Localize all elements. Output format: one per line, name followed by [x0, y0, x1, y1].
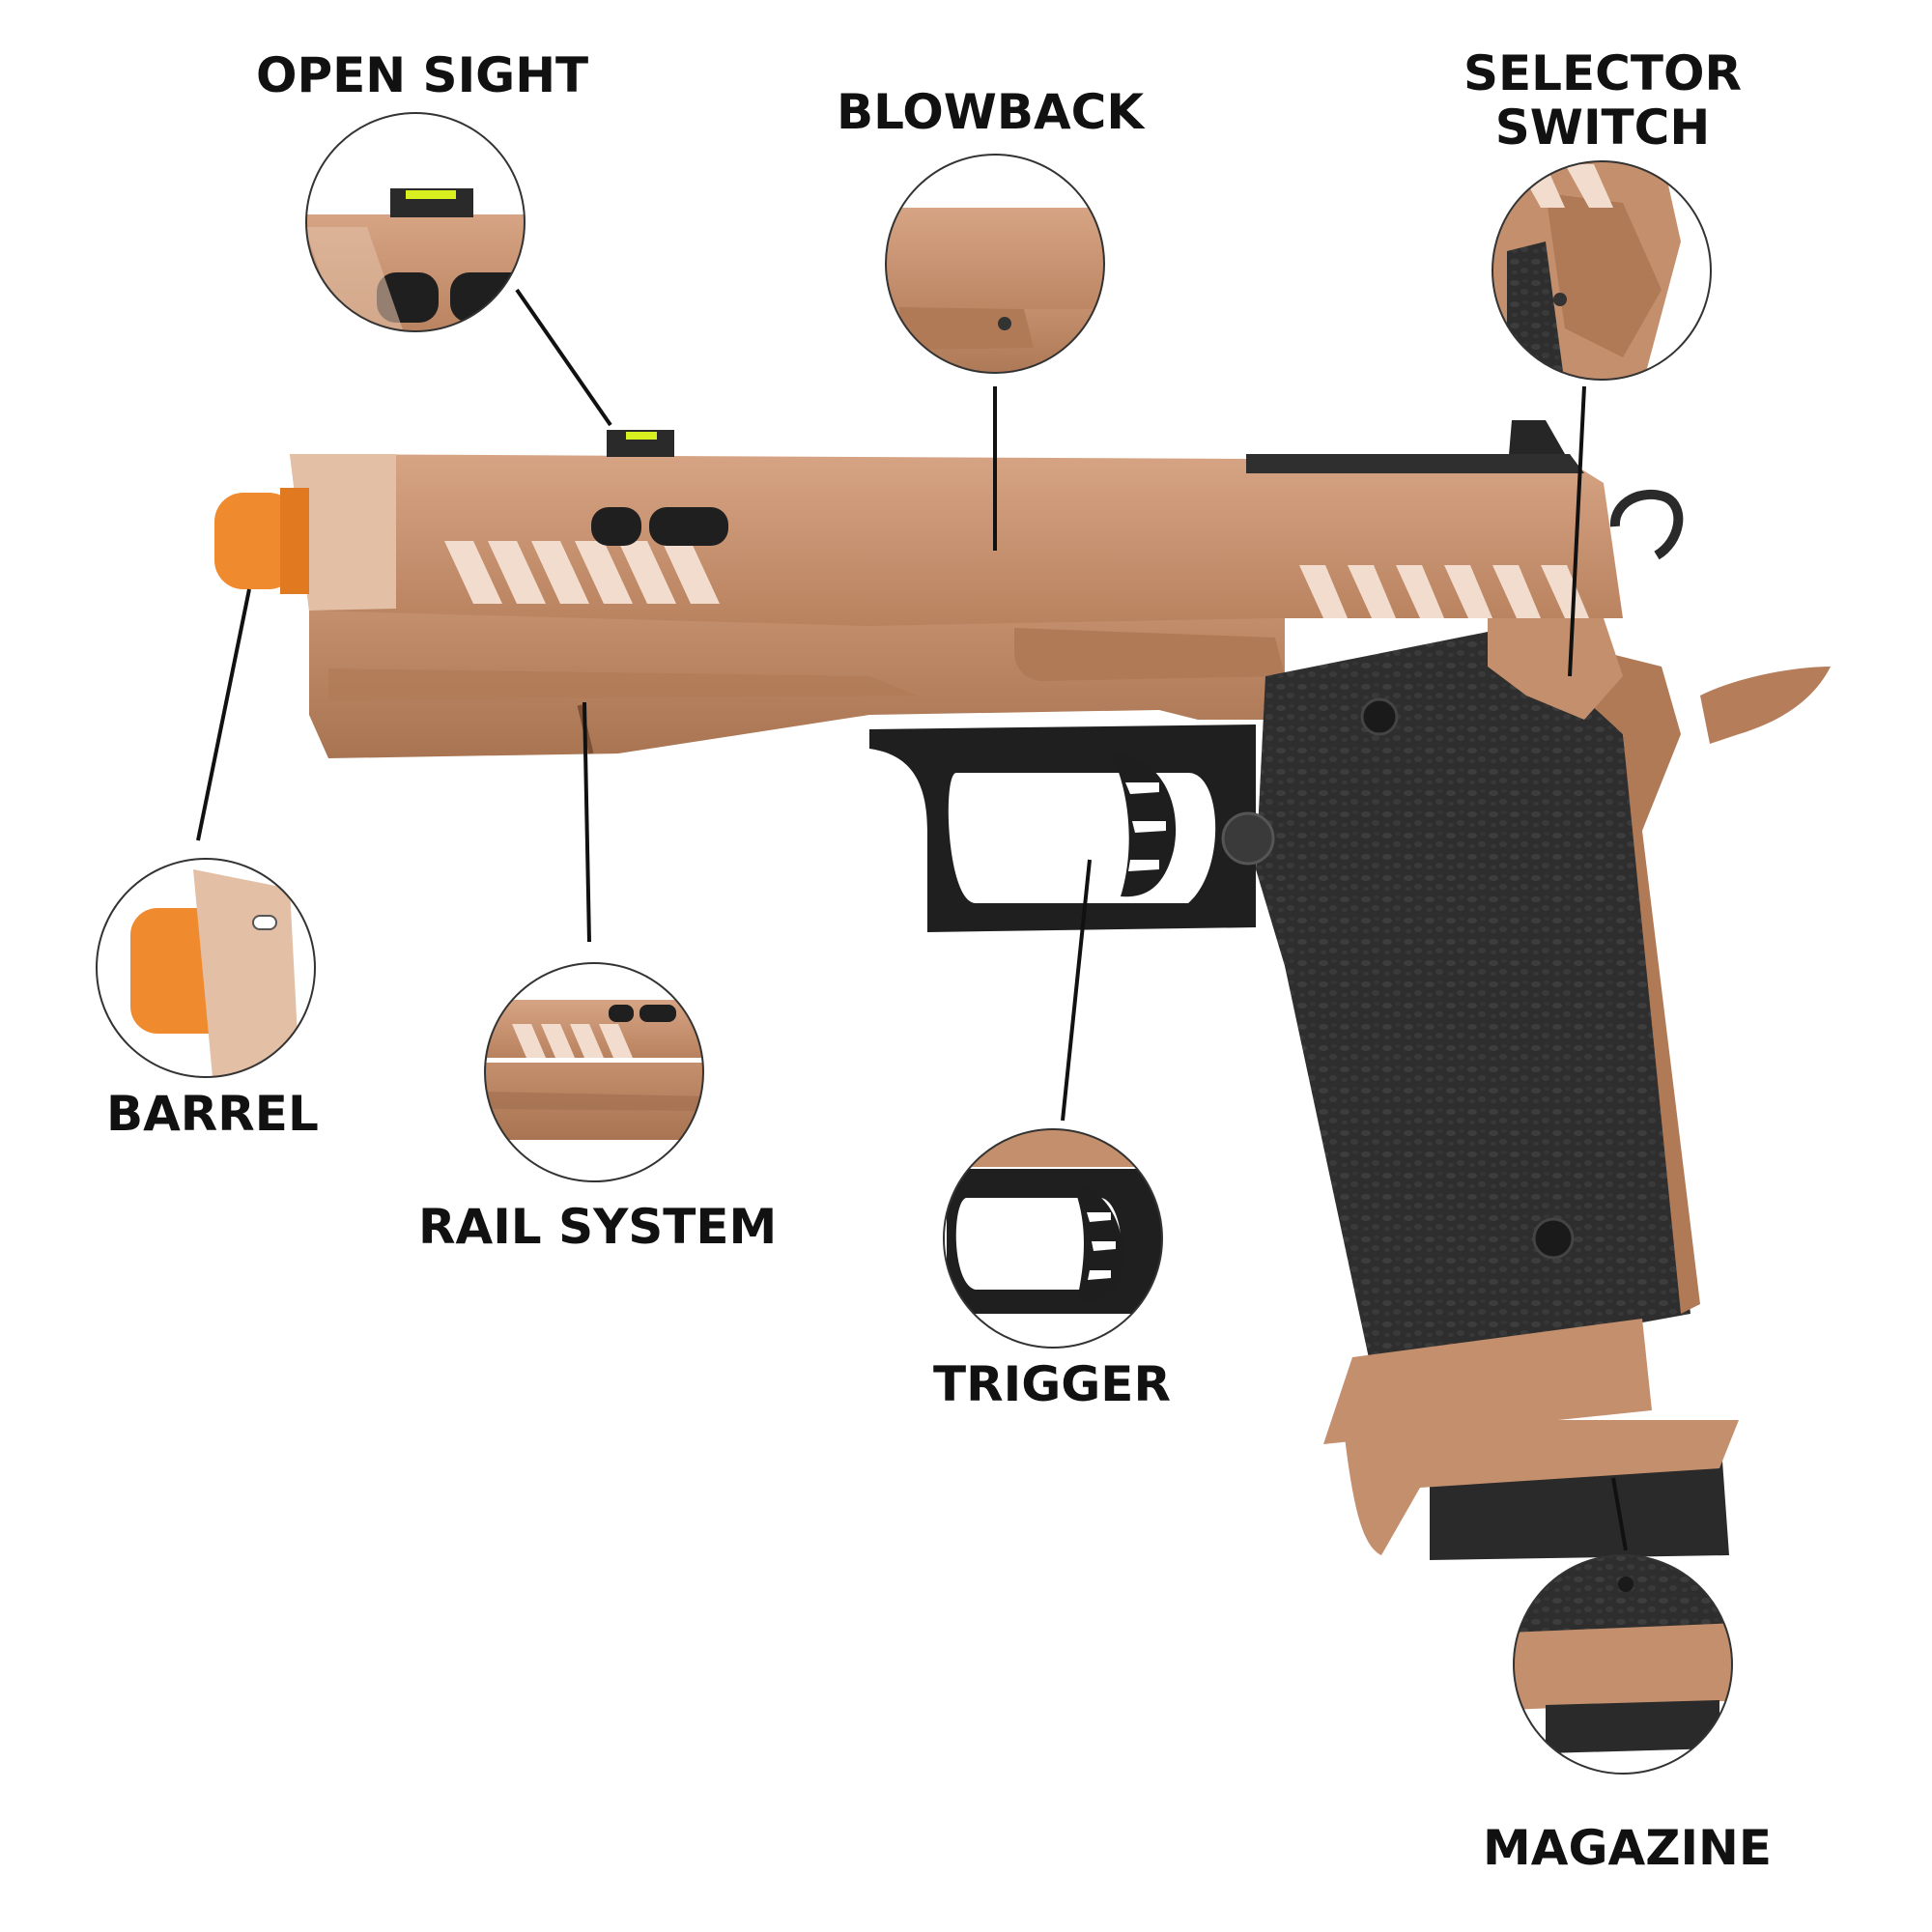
leader-lines	[196, 288, 1628, 1551]
label-magazine: MAGAZINE	[1483, 1820, 1773, 1876]
detail-circle-rail-system	[484, 962, 704, 1182]
label-blowback: BLOWBACK	[837, 84, 1145, 140]
barrel-tip	[214, 493, 298, 589]
grip	[1256, 628, 1690, 1372]
front-serrations	[444, 541, 720, 604]
label-trigger: TRIGGER	[933, 1356, 1171, 1412]
label-selector-switch: SELECTOR SWITCH	[1463, 45, 1742, 156]
detail-circle-barrel	[96, 858, 316, 1078]
label-rail-system: RAIL SYSTEM	[418, 1199, 778, 1255]
hammer	[1700, 667, 1831, 744]
detail-circle-magazine	[1513, 1554, 1733, 1775]
label-open-sight: OPEN SIGHT	[256, 47, 589, 103]
detail-circle-open-sight	[305, 112, 526, 332]
label-barrel: BARREL	[106, 1086, 319, 1142]
frame-groove	[328, 668, 918, 700]
slide-stop	[1014, 628, 1285, 681]
pistol-illustration	[214, 420, 1831, 1560]
detail-circle-trigger	[943, 1128, 1163, 1349]
detail-circle-blowback	[885, 154, 1105, 374]
lanyard-loop-icon	[1609, 489, 1684, 560]
rear-serrations	[1299, 565, 1589, 618]
magazine-well	[1323, 1319, 1652, 1444]
detail-circle-selector-switch	[1492, 160, 1712, 381]
